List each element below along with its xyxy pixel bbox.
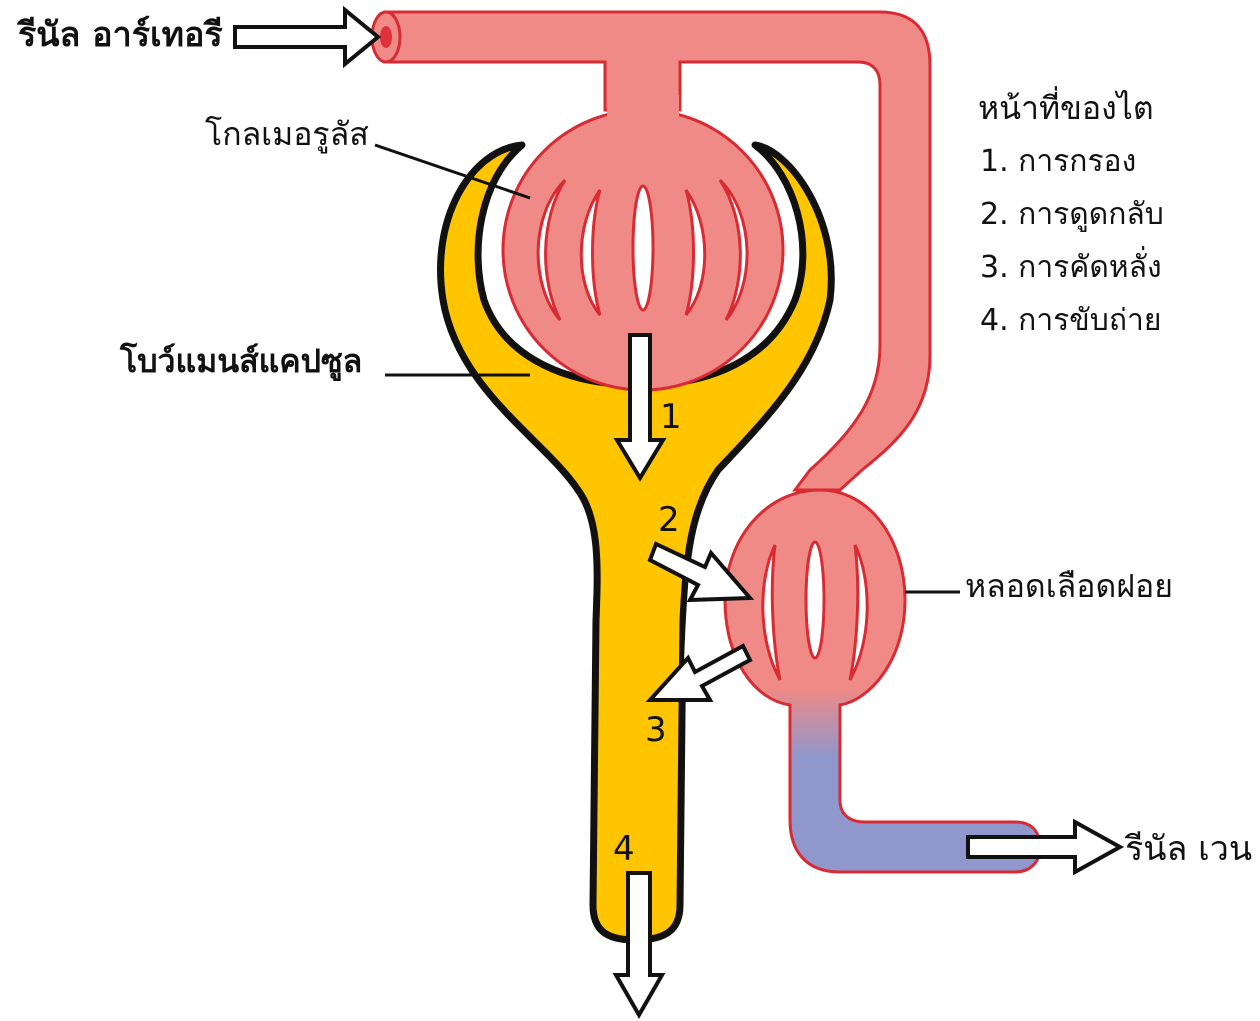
capillary-bed [725, 490, 1040, 872]
capillary-label: หลอดเลือดฝอย [965, 570, 1173, 602]
glomerulus-stalk [607, 95, 679, 125]
kidney-function-item: 3. การคัดหลั่ง [980, 253, 1162, 283]
kidney-function-item: 4. การขับถ่าย [980, 306, 1161, 336]
step-number-4: 4 [613, 832, 635, 866]
step-number-1: 1 [660, 400, 682, 434]
artery-inflow-arrow [235, 10, 378, 64]
glomerulus-label: โกลเมอรูลัส [205, 118, 369, 150]
bowmans-capsule-label: โบว์แมนส์แคปซูล [120, 345, 362, 377]
artery-lumen [380, 26, 392, 48]
kidney-functions-title: หน้าที่ของไต [978, 92, 1154, 124]
kidney-function-item: 1. การกรอง [980, 147, 1136, 177]
kidney-function-item: 2. การดูดกลับ [980, 200, 1164, 230]
renal-vein-label: รีนัล เวน [1125, 832, 1252, 866]
step-number-2: 2 [658, 503, 680, 537]
step-number-3: 3 [645, 713, 667, 747]
renal-artery-label: รีนัล อาร์เทอรี [18, 18, 223, 52]
